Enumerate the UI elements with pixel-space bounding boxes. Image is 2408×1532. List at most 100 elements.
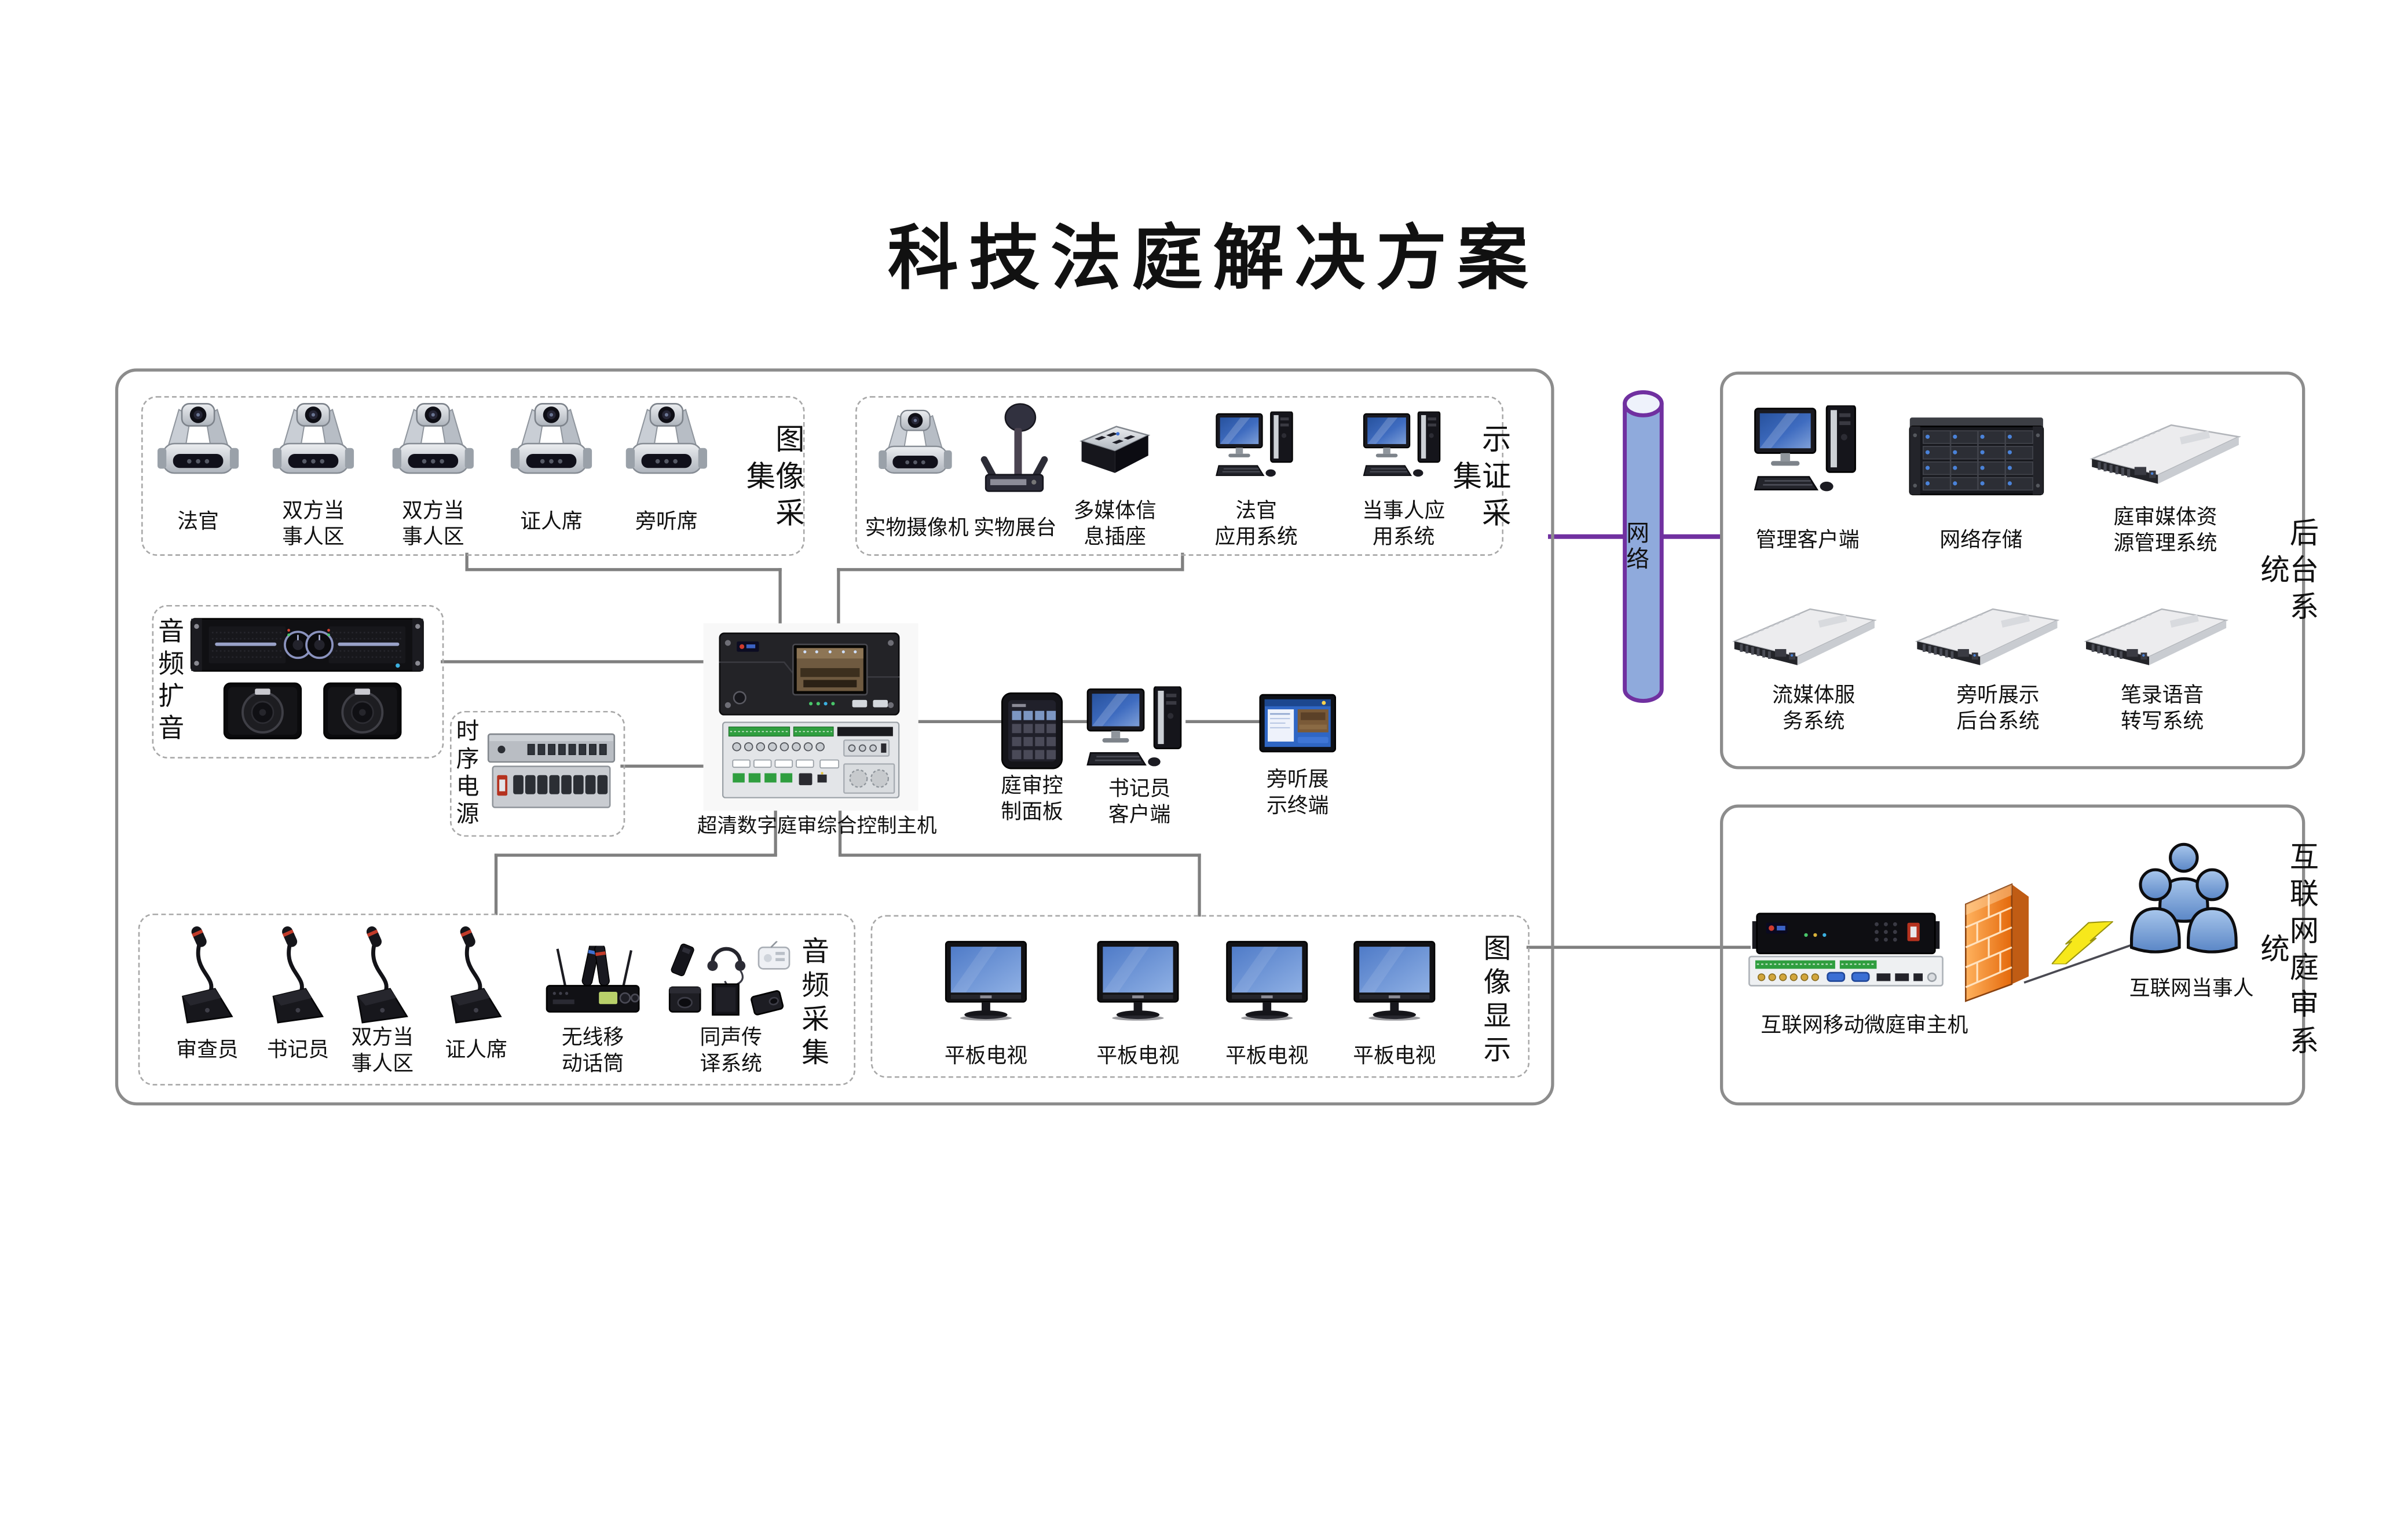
connector-line (837, 568, 1184, 571)
connector-line (441, 660, 718, 664)
firewall-link-line (2023, 939, 2147, 984)
tv-label: 平板电视 (1225, 1044, 1309, 1069)
internet-parties-icon (2128, 840, 2239, 954)
device-label: 多媒体信 息插座 (1073, 499, 1157, 551)
backend-item-label: 管理客户端 (1755, 528, 1860, 553)
connector-line (837, 568, 840, 636)
multimedia-socket-icon (1077, 422, 1154, 474)
backend-system-box (1719, 371, 2305, 769)
control-host-top-icon (716, 633, 903, 716)
flat-tv-icon (1352, 940, 1437, 1022)
connector-line (1185, 720, 1262, 723)
audio-amplify-box (152, 604, 444, 758)
connector-line (774, 800, 777, 856)
camera-label: 双方当 事人区 (282, 499, 345, 551)
speaker-icon (323, 681, 402, 740)
tv-label: 平板电视 (944, 1044, 1028, 1069)
mic-label: 审查员 (176, 1038, 239, 1063)
control-host-matrix-icon (722, 721, 900, 798)
wireless-mic-label: 无线移 动话筒 (561, 1025, 624, 1077)
power-sequencer-box (449, 710, 625, 837)
connector-line (465, 552, 469, 571)
camera-label: 旁听席 (635, 510, 698, 534)
backend-item-label: 旁听展示 后台系统 (1956, 683, 2040, 735)
connector-line (838, 800, 842, 856)
audio-capture-group-label: 音频采集 (797, 936, 829, 1072)
internet-host-label: 互联网移动微庭审主机 (1761, 1013, 1968, 1038)
mic-label: 证人席 (445, 1038, 507, 1063)
interpretation-label: 同声传 译系统 (700, 1025, 762, 1077)
backend-item-label: 流媒体服 务系统 (1772, 683, 1856, 735)
internet-court-host-icon (1748, 912, 1944, 989)
management-client-icon (1752, 405, 1863, 494)
evidence-camera-icon (876, 408, 956, 479)
power-amplifier-icon (191, 617, 424, 672)
backend-item-label: 庭审媒体资 源管理系统 (2113, 505, 2217, 556)
connector-line (494, 853, 498, 915)
backend-group-label: 后台系统 (2256, 517, 2319, 628)
audio-amplify-group-label: 音频扩音 (152, 617, 183, 746)
evidence-capture-group-label: 示证采集 (1448, 423, 1512, 534)
connector-line (899, 720, 1001, 723)
ptz-camera-icon (389, 402, 478, 479)
speaker-icon (223, 681, 303, 740)
internet-group-label: 互联网庭审系统 (2256, 841, 2319, 1063)
control-host-label: 超清数字庭审综合控制主机 (697, 815, 937, 838)
backend-item-label: 笔录语音 转写系统 (2121, 683, 2204, 735)
power-sequencer-icon (487, 731, 616, 811)
courtroom-system-box (115, 368, 1554, 1106)
tv-label: 平板电视 (1353, 1044, 1436, 1069)
court-control-panel-label: 庭审控 制面板 (1001, 774, 1063, 825)
device-label: 实物摄像机 (865, 515, 969, 541)
ptz-camera-icon (507, 402, 596, 479)
image-capture-group-label: 图像采集 (741, 423, 805, 534)
connector-line (494, 853, 777, 857)
gooseneck-mic-icon (264, 924, 332, 1025)
camera-label: 证人席 (520, 510, 583, 534)
tv-label: 平板电视 (1096, 1044, 1180, 1069)
gooseneck-mic-icon (174, 924, 241, 1025)
ptz-camera-icon (153, 402, 243, 479)
network-link-line (1663, 534, 1720, 539)
clerk-client-label: 书记员 客户端 (1108, 776, 1171, 829)
desktop-pc-icon (1215, 412, 1298, 479)
lightning-bolt-icon (2052, 921, 2113, 964)
court-control-panel-icon (1001, 692, 1063, 769)
network-label: 网络 (1623, 520, 1651, 573)
internet-party-label: 互联网当事人 (2129, 976, 2254, 1001)
internet-court-box (1719, 804, 2305, 1106)
connector-line (1059, 720, 1088, 723)
document-camera-icon (977, 402, 1052, 493)
rack-server-icon (2081, 605, 2231, 669)
backend-item-label: 网络存储 (1939, 528, 2023, 553)
network-link-line (1547, 534, 1628, 539)
wireless-mic-icon (544, 945, 642, 1016)
audience-display-label: 旁听展 示终端 (1267, 767, 1329, 819)
clerk-client-icon (1084, 686, 1188, 769)
camera-label: 法官 (177, 510, 219, 534)
interpretation-system-icon (664, 941, 796, 1018)
image-display-group-label: 图像显示 (1479, 932, 1512, 1068)
gooseneck-mic-icon (442, 924, 510, 1025)
gooseneck-mic-icon (349, 924, 416, 1025)
device-label: 当事人应 用系统 (1362, 499, 1445, 551)
mic-label: 双方当 事人区 (351, 1025, 413, 1077)
device-label: 实物展台 (974, 515, 1057, 541)
flat-tv-icon (1095, 940, 1181, 1022)
rack-server-icon (1912, 605, 2062, 669)
connector-line (838, 853, 1201, 857)
image-capture-box (141, 396, 805, 556)
mic-label: 书记员 (266, 1038, 330, 1063)
network-cylinder (1623, 390, 1664, 703)
desktop-pc-icon (1362, 412, 1445, 479)
rack-server-icon (2088, 421, 2242, 489)
connector-line (778, 568, 782, 636)
connector-line (1526, 945, 1751, 949)
power-sequencer-group-label: 时序电源 (453, 719, 481, 829)
page-title: 科技法庭解决方案 (887, 216, 1539, 300)
connector-line (1198, 853, 1201, 917)
rack-server-icon (1729, 605, 1880, 669)
firewall-icon (1961, 879, 2032, 1002)
camera-label: 双方当 事人区 (402, 499, 464, 551)
